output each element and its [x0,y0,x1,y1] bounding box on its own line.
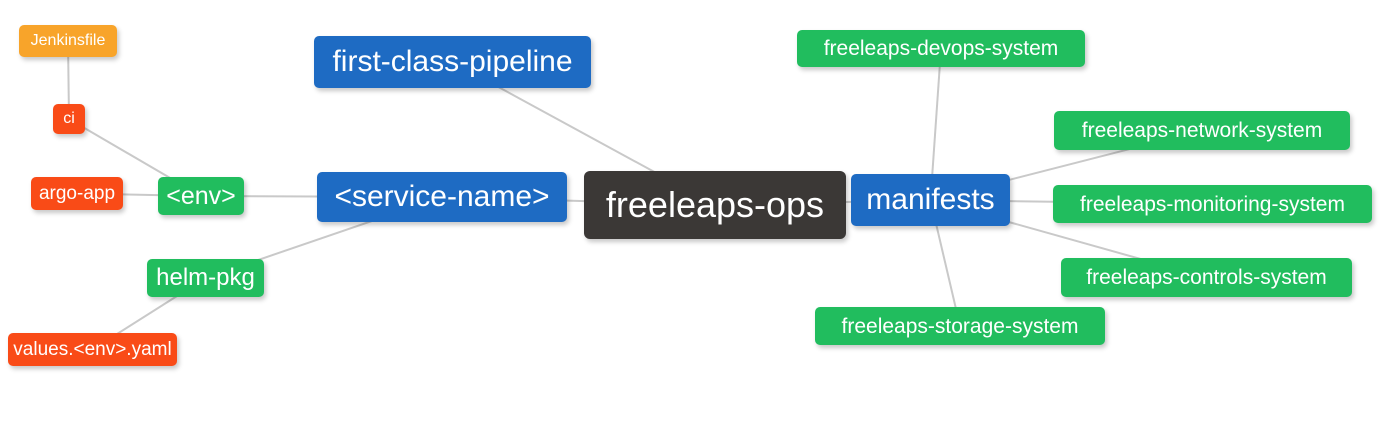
node-env[interactable]: <env> [158,177,244,215]
node-freeleaps-ops[interactable]: freeleaps-ops [584,171,846,239]
node-service-name[interactable]: <service-name> [317,172,567,222]
node-freeleaps-monitoring-system[interactable]: freeleaps-monitoring-system [1053,185,1372,223]
node-helm-pkg[interactable]: helm-pkg [147,259,264,297]
node-freeleaps-network-system[interactable]: freeleaps-network-system [1054,111,1350,150]
node-jenkinsfile[interactable]: Jenkinsfile [19,25,117,57]
node-manifests[interactable]: manifests [851,174,1010,226]
node-freeleaps-storage-system[interactable]: freeleaps-storage-system [815,307,1105,345]
node-ci[interactable]: ci [53,104,85,134]
node-freeleaps-devops-system[interactable]: freeleaps-devops-system [797,30,1085,67]
node-values-env-yaml[interactable]: values.<env>.yaml [8,333,177,366]
node-first-class-pipeline[interactable]: first-class-pipeline [314,36,591,88]
node-freeleaps-controls-system[interactable]: freeleaps-controls-system [1061,258,1352,297]
node-argo-app[interactable]: argo-app [31,177,123,210]
